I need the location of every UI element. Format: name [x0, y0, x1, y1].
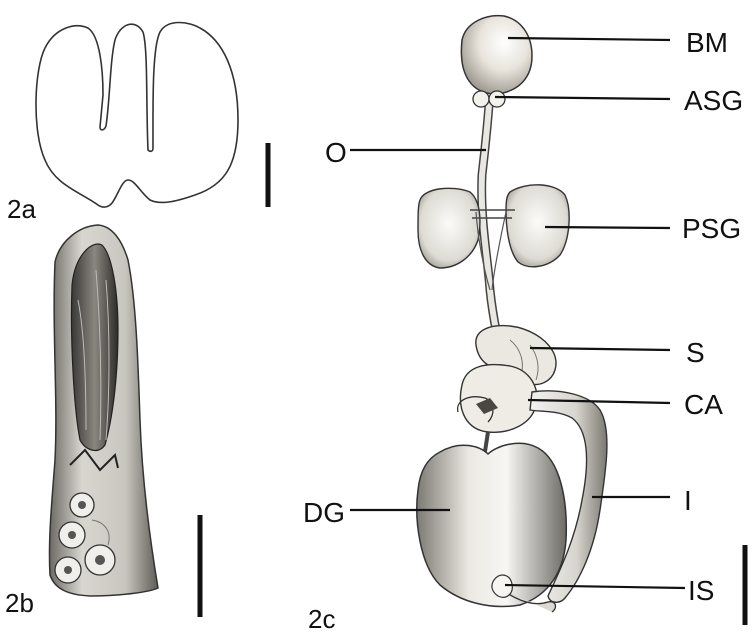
posterior-salivary-gland-right	[506, 185, 569, 267]
leader-bm	[508, 38, 670, 40]
leader-asg	[495, 97, 670, 99]
caecum	[460, 365, 536, 433]
panel-label-2c: 2c	[308, 604, 335, 634]
panel-2c-digestive-system	[417, 16, 607, 612]
anterior-salivary-gland-left	[473, 91, 489, 107]
posterior-salivary-gland-left	[418, 188, 480, 268]
anterior-salivary-gland-right	[489, 91, 505, 107]
label-o: O	[325, 137, 347, 168]
leader-psg	[545, 227, 670, 228]
label-is: IS	[688, 575, 714, 606]
panel-2b-radula-drawing	[49, 225, 158, 596]
label-i: I	[684, 485, 692, 516]
label-dg: DG	[303, 497, 345, 528]
panel-2a-jaw-outline	[36, 23, 238, 208]
label-bm: BM	[686, 27, 728, 58]
label-psg: PSG	[682, 213, 741, 244]
buccal-mass	[461, 16, 532, 94]
label-ca: CA	[684, 389, 723, 420]
label-asg: ASG	[684, 85, 743, 116]
panel-label-2a: 2a	[7, 194, 36, 224]
label-s: S	[686, 337, 705, 368]
digestive-gland	[417, 443, 566, 606]
panel-label-2b: 2b	[5, 588, 34, 618]
